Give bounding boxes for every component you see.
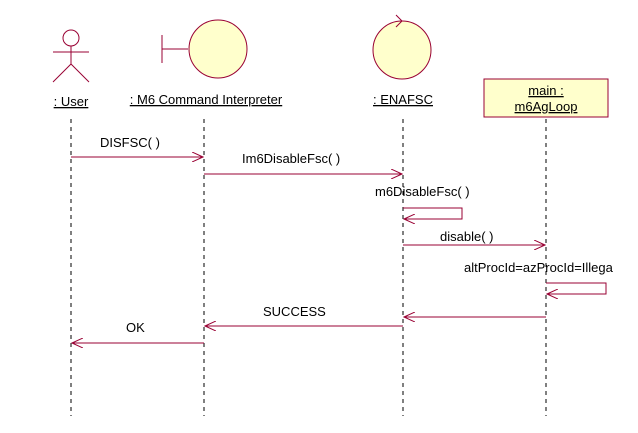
message-label-ok: OK xyxy=(126,320,145,335)
participant-label-user: : User xyxy=(54,94,89,109)
message-label-disable: disable( ) xyxy=(440,229,493,244)
message-success[interactable]: SUCCESS xyxy=(205,304,546,326)
object-box xyxy=(483,78,609,118)
participant-user[interactable]: : User xyxy=(52,29,90,109)
boundary-icon xyxy=(161,19,248,79)
message-m6disablefsc-self[interactable]: m6DisableFsc( ) xyxy=(375,184,470,219)
message-disfsc[interactable]: DISFSC( ) xyxy=(71,135,203,157)
message-altprocid-self[interactable]: altProcId=azProcId=Illega xyxy=(464,260,614,294)
participant-main-m6agloop[interactable]: main : m6AgLoop xyxy=(483,78,609,118)
message-label-altprocid: altProcId=azProcId=Illega xyxy=(464,260,614,275)
actor-icon xyxy=(52,29,90,83)
participant-label-enafsc: : ENAFSC xyxy=(373,92,433,107)
message-ok[interactable]: OK xyxy=(72,320,204,343)
lifelines xyxy=(70,119,547,416)
message-label-m6disablefsc: m6DisableFsc( ) xyxy=(375,184,470,199)
message-label-im6disablefsc: Im6DisableFsc( ) xyxy=(242,151,340,166)
message-disable[interactable]: disable( ) xyxy=(403,229,545,245)
message-label-disfsc: DISFSC( ) xyxy=(100,135,160,150)
participant-label-m6-command-interpreter: : M6 Command Interpreter xyxy=(130,92,283,107)
object-label-line-1: main : xyxy=(528,83,563,98)
object-label-line-2: m6AgLoop xyxy=(515,99,578,114)
message-label-success: SUCCESS xyxy=(263,304,326,319)
message-im6disablefsc[interactable]: Im6DisableFsc( ) xyxy=(204,151,402,174)
participant-enafsc[interactable]: : ENAFSC xyxy=(372,14,433,107)
control-icon xyxy=(372,14,432,80)
participant-m6-command-interpreter[interactable]: : M6 Command Interpreter xyxy=(130,19,283,107)
